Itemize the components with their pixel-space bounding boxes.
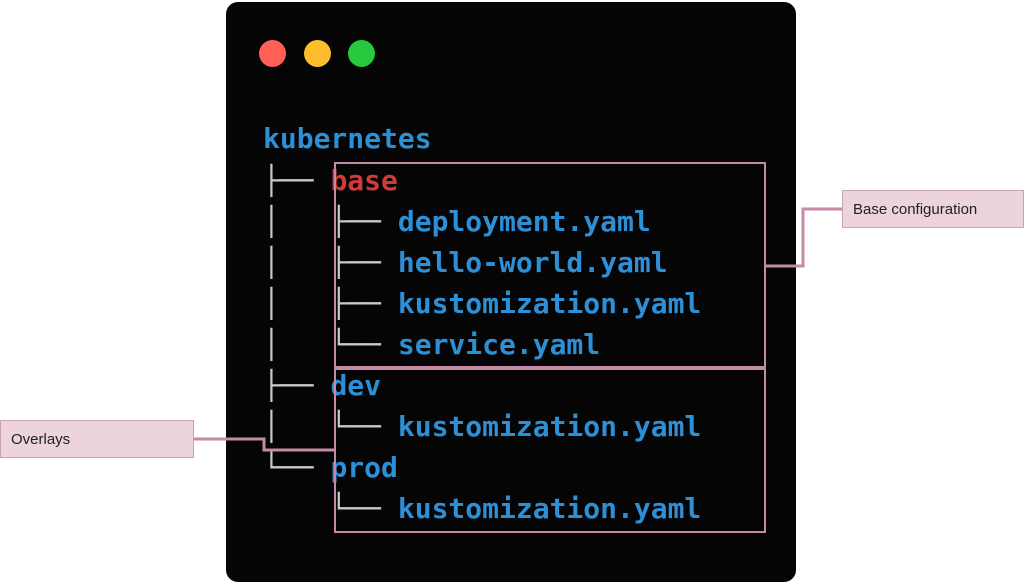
overlays-label: Overlays xyxy=(11,430,71,448)
tree-entry-name: base xyxy=(330,164,398,197)
terminal-window: kubernetes ├── base │ ├── deployment.yaml… xyxy=(226,2,796,582)
tree-entry: │ ├── hello-world.yaml xyxy=(263,246,668,280)
overlays-callout: Overlays xyxy=(0,420,194,458)
tree-entry: ├── dev xyxy=(263,369,381,403)
tree-entry-name: kustomization.yaml xyxy=(397,287,702,320)
overlays-connector-line xyxy=(194,437,334,452)
tree-entry: ├── base xyxy=(263,164,398,198)
tree-branch-glyph: │ └── xyxy=(263,328,398,361)
tree-branch-glyph: ├── xyxy=(263,164,331,197)
base-highlight-box xyxy=(334,162,766,368)
tree-entry-name: kustomization.yaml xyxy=(397,410,702,443)
overlays-highlight-box xyxy=(334,368,766,533)
tree-branch-glyph: └── xyxy=(263,492,398,525)
tree-entry: │ ├── deployment.yaml xyxy=(263,205,651,239)
minimize-window-button[interactable] xyxy=(304,40,331,67)
tree-branch-glyph: └── xyxy=(263,451,331,484)
tree-entry-name: dev xyxy=(330,369,382,402)
base-configuration-label: Base configuration xyxy=(853,200,978,218)
base-connector-line xyxy=(766,207,842,268)
tree-entry: │ ├── kustomization.yaml xyxy=(263,287,701,321)
tree-branch-glyph: │ ├── xyxy=(263,246,398,279)
tree-root: kubernetes xyxy=(263,122,432,155)
tree-branch-glyph: │ ├── xyxy=(263,205,398,238)
tree-entry-name: deployment.yaml xyxy=(397,205,651,238)
tree-entry-name: kustomization.yaml xyxy=(397,492,702,525)
maximize-window-button[interactable] xyxy=(348,40,375,67)
tree-entry-name: hello-world.yaml xyxy=(397,246,668,279)
tree-entry: └── prod xyxy=(263,451,398,485)
tree-entry: │ └── service.yaml xyxy=(263,328,600,362)
tree-branch-glyph: │ └── xyxy=(263,410,398,443)
tree-entry: └── kustomization.yaml xyxy=(263,492,701,526)
base-configuration-callout: Base configuration xyxy=(842,190,1024,228)
tree-entry-name: prod xyxy=(330,451,398,484)
close-window-button[interactable] xyxy=(259,40,286,67)
tree-entry: │ └── kustomization.yaml xyxy=(263,410,701,444)
tree-entry-name: service.yaml xyxy=(397,328,601,361)
tree-branch-glyph: │ ├── xyxy=(263,287,398,320)
tree-branch-glyph: ├── xyxy=(263,369,331,402)
